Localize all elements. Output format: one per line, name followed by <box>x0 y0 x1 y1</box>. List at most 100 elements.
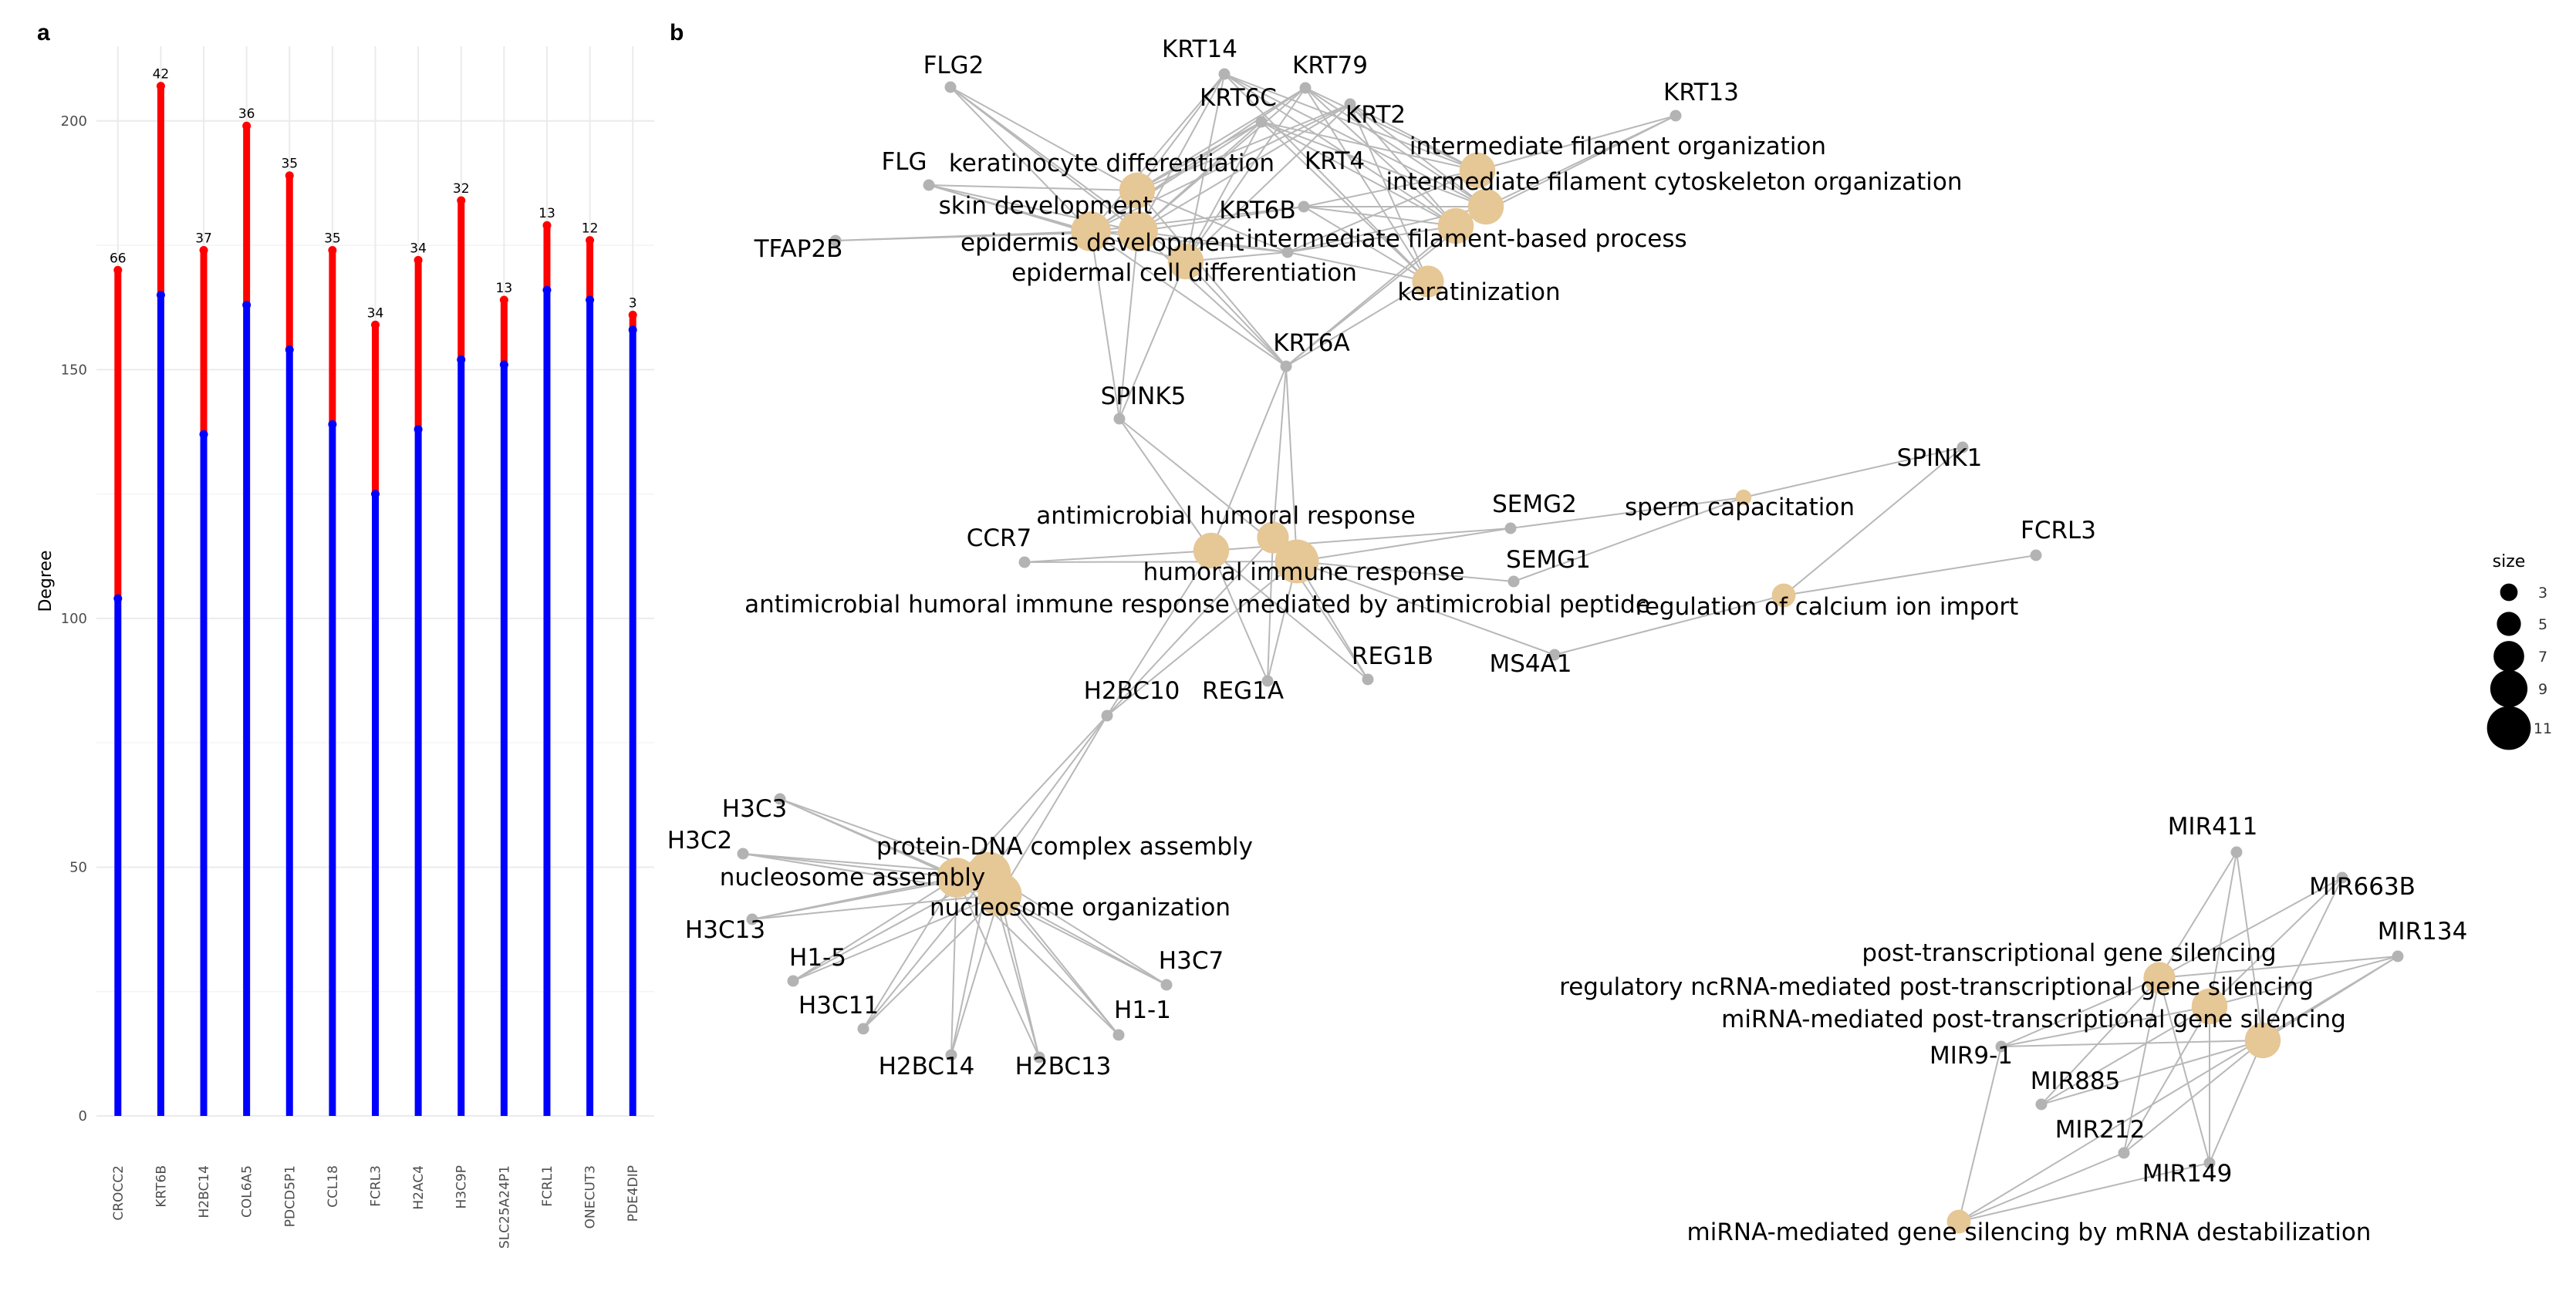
bar-upper-point <box>371 320 380 329</box>
network-edge <box>2159 877 2343 979</box>
bar-lower-point <box>156 291 165 300</box>
panel-label-b: b <box>670 20 684 46</box>
network-edge <box>1185 261 1287 367</box>
gene-node <box>1112 1029 1125 1041</box>
y-tick-label: 100 <box>61 611 87 627</box>
bar-lower-point <box>328 420 337 429</box>
term-node <box>1437 207 1474 244</box>
network-edge <box>950 877 957 1056</box>
network-edge <box>1137 103 1351 232</box>
data-label: 66 <box>110 251 127 266</box>
network-edge <box>1210 528 1511 551</box>
gene-label: REG1A <box>1202 677 1284 705</box>
gene-node <box>1101 710 1113 722</box>
network-edge <box>1119 261 1187 420</box>
bar-upper-point <box>242 121 252 130</box>
bar-lower-point <box>586 295 595 305</box>
network-edge <box>1137 121 1262 232</box>
bar-lower-point <box>242 300 252 309</box>
network-edge <box>1210 550 1369 680</box>
data-label: 36 <box>238 106 255 122</box>
network-edge <box>1137 73 1225 232</box>
gene-label: REG1B <box>1352 642 1433 670</box>
gene-label: KRT2 <box>1345 101 1406 129</box>
network-edge <box>1477 115 1676 171</box>
gene-node <box>1160 979 1173 991</box>
network-edge <box>1349 103 1478 171</box>
data-label: 13 <box>496 281 513 296</box>
gene-label: H3C11 <box>798 992 879 1020</box>
network-edge <box>2159 956 2399 979</box>
x-tick-label: FCRL3 <box>369 1165 384 1207</box>
term-label: keratinization <box>1397 278 1560 306</box>
gene-label: MIR9-1 <box>1929 1042 2013 1070</box>
bar-upper-point <box>199 245 208 254</box>
data-label: 13 <box>538 206 555 221</box>
term-node <box>1771 583 1796 608</box>
network-nodes <box>737 68 2404 1234</box>
legend-size-label: 7 <box>2538 649 2547 666</box>
panel-label-a: a <box>37 20 50 46</box>
bar-lower-point <box>542 285 552 295</box>
gene-label: H2BC10 <box>1084 677 1180 705</box>
network-edge <box>1137 231 1287 367</box>
term-node <box>1467 188 1504 225</box>
term-label: nucleosome assembly <box>720 864 985 892</box>
network-edge <box>1136 190 1287 367</box>
network-edge <box>1303 170 1478 207</box>
legend-size-dot <box>2500 583 2518 602</box>
gene-label: H3C13 <box>685 916 765 944</box>
network-edge <box>1296 561 1555 656</box>
network-edge <box>1287 251 1429 282</box>
gene-label: MIR885 <box>2031 1067 2121 1095</box>
x-tick-label: PDE4DIP <box>626 1165 641 1222</box>
network-edge <box>1349 103 1457 227</box>
network-edge <box>1136 190 1288 253</box>
network-edge <box>1783 447 1963 596</box>
network-edge <box>751 894 1001 920</box>
network-edge <box>1185 103 1351 262</box>
gene-node <box>857 1023 869 1035</box>
network-edge <box>1958 1162 2210 1222</box>
term-node <box>1735 489 1752 506</box>
network-edge <box>1296 561 1369 680</box>
term-label: skin development <box>939 192 1153 220</box>
network-edge <box>1261 121 1429 282</box>
y-axis-title: Degree <box>36 550 56 612</box>
bar-upper-point <box>542 221 552 230</box>
network-edge <box>1958 1046 2002 1222</box>
legend-size-dot <box>2490 669 2528 708</box>
network-edge <box>2041 1006 2210 1105</box>
data-label: 35 <box>281 157 298 172</box>
network-edge <box>1090 103 1351 232</box>
network-edge <box>956 877 1040 1058</box>
term-label: post-transcriptional gene silencing <box>1862 939 2276 967</box>
bar-upper-point <box>586 236 595 245</box>
x-tick-label: SLC25A24P1 <box>497 1165 512 1249</box>
term-node <box>1071 211 1111 251</box>
network-edge <box>999 894 1040 1058</box>
gene-node <box>1033 1051 1045 1063</box>
bar-upper-point <box>285 171 294 180</box>
network-edge <box>1783 554 2037 596</box>
x-tick-label: CROCC2 <box>111 1165 127 1221</box>
legend-size-label: 5 <box>2538 616 2547 633</box>
bar-upper-point <box>328 245 337 254</box>
legend-size-dot <box>2487 706 2531 750</box>
term-label: antimicrobial humoral immune response me… <box>744 591 1650 619</box>
gene-node <box>2392 950 2404 962</box>
network-edge <box>1210 550 1268 682</box>
term-label: epidermis development <box>961 229 1244 257</box>
network-edge <box>1224 73 1429 282</box>
gene-node <box>923 179 935 191</box>
gene-node <box>1995 1040 2007 1053</box>
network-edge <box>2000 977 2160 1047</box>
network-edge <box>1303 206 1457 227</box>
network-edge <box>1958 956 2399 1222</box>
legend-size-dot <box>2493 641 2524 672</box>
gene-label: FLG2 <box>923 52 984 79</box>
term-node <box>1257 521 1289 554</box>
term-node <box>1193 532 1230 569</box>
